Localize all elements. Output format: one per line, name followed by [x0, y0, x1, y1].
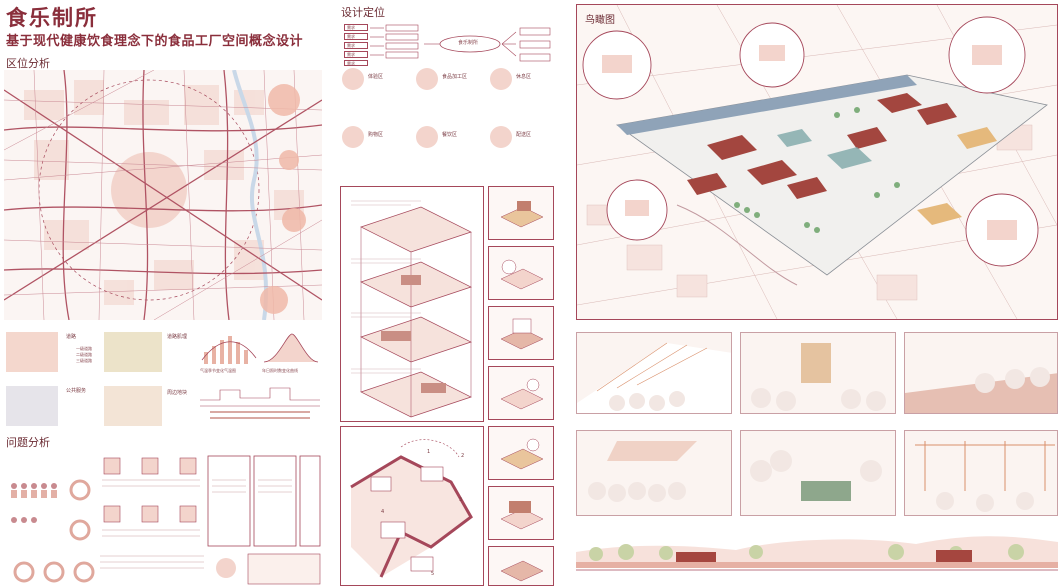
legend-label-road: 道路 [66, 334, 77, 340]
diagram-num-4: 4 [381, 509, 385, 515]
positioning-flow: 需求 需求 需求 需求 需求 食乐制所 [340, 22, 560, 66]
exploded-axon [340, 186, 484, 422]
legend-label-road-1: 一级道路 [76, 346, 92, 351]
map-thumb-water [104, 386, 162, 426]
flow-left-3: 需求 [344, 42, 368, 49]
flow-left-4: 需求 [344, 51, 368, 58]
street-section [200, 380, 320, 425]
card-label-rest: 休息区 [516, 74, 532, 80]
page-subtitle: 基于现代健康饮食理念下的食品工厂空间概念设计 [6, 34, 304, 49]
climate-caption-1: 气温季节变化气温图 [200, 368, 236, 373]
section-birdseye-title: 鸟瞰图 [585, 15, 615, 26]
map-thumb-texture [104, 332, 162, 372]
card-dining: 餐饮区 [414, 124, 488, 180]
rendering-6 [904, 430, 1058, 516]
positioning-cards: 体验区 食品加工区 休息区 购物区 餐饮区 配送区 [340, 66, 562, 182]
birdseye-view: 鸟瞰图 [576, 4, 1058, 320]
axon-thumb-1 [488, 186, 554, 240]
legend-label-surrounding: 周边地块 [167, 390, 188, 396]
diagram-num-2: 2 [461, 453, 465, 459]
section-problem-title: 问题分析 [6, 436, 50, 449]
renderings-grid [576, 332, 1058, 518]
flow-center-label: 食乐制所 [458, 40, 479, 46]
legend-label-road-3: 三级道路 [76, 358, 92, 363]
map-thumb-roads [6, 332, 58, 372]
diagram-num-3: 3 [459, 497, 463, 503]
axon-thumb-6 [488, 486, 554, 540]
flow-left-5: 需求 [344, 60, 368, 66]
page-title: 食乐制所 [6, 5, 98, 30]
rendering-3 [904, 332, 1058, 414]
card-label-dining: 餐饮区 [442, 132, 458, 138]
axon-thumb-5 [488, 426, 554, 480]
climate-chart-2 [262, 332, 320, 366]
flow-left-1: 需求 [344, 24, 368, 31]
site-elevation [576, 522, 1058, 584]
axon-thumb-2 [488, 246, 554, 300]
card-shopping: 购物区 [340, 124, 414, 180]
legend-label-texture: 道路肌理 [167, 334, 188, 340]
legend-label-public: 公共服务 [66, 388, 87, 394]
card-food-processing: 食品加工区 [414, 66, 488, 122]
climate-chart-1 [200, 332, 258, 366]
rendering-5 [740, 430, 896, 516]
rendering-4 [576, 430, 732, 516]
circulation-diagram: 1 2 3 4 5 [340, 426, 484, 586]
rendering-1 [576, 332, 732, 414]
diagram-num-1: 1 [427, 449, 431, 455]
header-block: 食乐制所 基于现代健康饮食理念下的食品工厂空间概念设计 [4, 2, 328, 50]
axon-thumb-4 [488, 366, 554, 420]
section-location-title: 区位分析 [6, 57, 50, 70]
problem-panel [4, 450, 322, 586]
diagram-num-5: 5 [431, 571, 435, 577]
section-positioning-title: 设计定位 [341, 6, 385, 19]
climate-caption-2: 年日照时数变化曲线 [262, 368, 298, 373]
card-label-food-processing: 食品加工区 [442, 74, 468, 80]
card-experience: 体验区 [340, 66, 414, 122]
card-label-delivery: 配送区 [516, 132, 532, 138]
legend-label-road-2: 二级道路 [76, 352, 92, 357]
card-label-shopping: 购物区 [368, 132, 384, 138]
flow-left-2: 需求 [344, 33, 368, 40]
axon-thumb-7 [488, 546, 554, 586]
location-map [4, 70, 322, 320]
card-label-experience: 体验区 [368, 74, 384, 80]
axon-thumbnails [488, 186, 556, 586]
axon-thumb-3 [488, 306, 554, 360]
card-delivery: 配送区 [488, 124, 562, 180]
rendering-2 [740, 332, 896, 414]
card-rest: 休息区 [488, 66, 562, 122]
legend-area: 道路 一级道路 二级道路 三级道路 道路肌理 气温季节变化气温图 年日照时数变化… [4, 330, 322, 430]
map-thumb-public [6, 386, 58, 426]
